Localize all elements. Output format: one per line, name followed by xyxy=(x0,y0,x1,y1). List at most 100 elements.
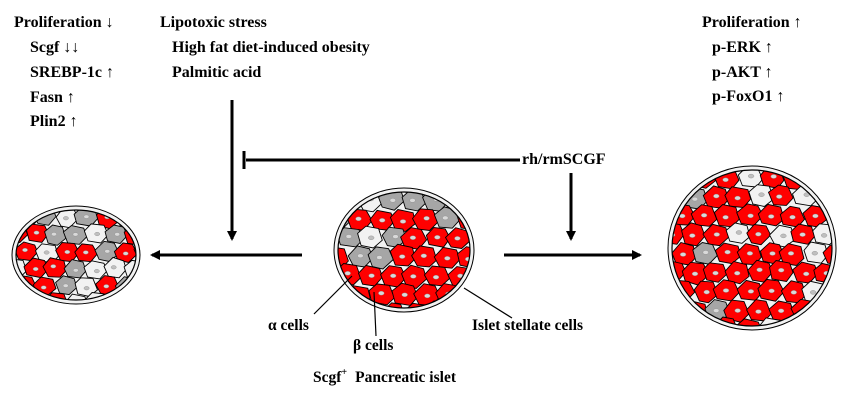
stellate-nucleus xyxy=(83,286,90,291)
beta-nucleus xyxy=(734,195,741,201)
beta-nucleus xyxy=(657,290,663,294)
beta-nucleus xyxy=(455,313,461,317)
stellate-nucleus xyxy=(110,265,117,270)
beta-nucleus xyxy=(768,214,775,219)
alpha-nucleus xyxy=(713,308,720,313)
left-line-fasn: Fasn ↑ xyxy=(30,89,75,106)
left-outcome-list: Proliferation ↓ Scgf ↓↓ SREBP-1c ↑ Fasn … xyxy=(14,14,114,130)
alpha-nucleus xyxy=(672,196,675,201)
alpha-nucleus xyxy=(355,179,361,183)
alpha-nucleus xyxy=(313,254,319,258)
alpha-nucleus xyxy=(344,313,350,317)
beta-nucleus xyxy=(853,326,859,330)
beta-nucleus xyxy=(648,196,654,200)
stellate-nucleus xyxy=(63,216,69,221)
stellate-nucleus xyxy=(423,180,429,184)
beta-nucleus xyxy=(323,311,329,315)
islet-outline xyxy=(15,209,137,301)
beta-nucleus xyxy=(770,174,777,179)
beta-nucleus xyxy=(55,198,60,202)
alpha-nucleus xyxy=(73,268,79,273)
stellate-nucleus xyxy=(43,250,50,255)
beta-cell xyxy=(702,170,729,172)
stellate-nucleus xyxy=(810,290,817,295)
beta-nucleus xyxy=(467,294,470,299)
stellate-cell xyxy=(16,277,19,297)
stellate-cells-label: Islet stellate cells xyxy=(472,317,583,334)
alpha-cells-label: α cells xyxy=(268,317,309,334)
stellate-nucleus xyxy=(811,251,818,256)
beta-nucleus xyxy=(787,251,795,256)
beta-nucleus xyxy=(144,216,149,220)
beta-cell xyxy=(747,147,773,168)
beta-nucleus xyxy=(803,271,810,277)
beta-nucleus xyxy=(680,252,687,257)
beta-nucleus xyxy=(791,327,797,331)
beta-nucleus xyxy=(734,308,741,313)
stellate-nucleus xyxy=(855,213,861,217)
beta-nucleus xyxy=(657,325,663,329)
beta-nucleus xyxy=(823,308,830,314)
stellate-cell xyxy=(124,294,136,300)
stellate-cell xyxy=(65,293,89,300)
beta-nucleus xyxy=(757,155,763,159)
beta-nucleus xyxy=(420,253,427,258)
beta-cell xyxy=(469,192,470,214)
caption-gene: Scgf xyxy=(313,369,342,386)
label-leaders xyxy=(313,275,513,337)
beta-nucleus xyxy=(734,271,741,276)
stellate-nucleus xyxy=(735,230,742,235)
stellate-nucleus xyxy=(124,215,130,220)
beta-nucleus xyxy=(399,254,406,259)
beta-cell xyxy=(444,302,470,308)
beta-nucleus xyxy=(410,274,417,279)
beta-nucleus xyxy=(778,268,785,273)
stellate-nucleus xyxy=(3,285,8,289)
beta-nucleus xyxy=(776,194,783,199)
alpha-nucleus xyxy=(389,198,396,203)
alpha-nucleus xyxy=(392,234,399,239)
beta-cell xyxy=(769,170,796,171)
beta-nucleus xyxy=(679,328,685,332)
beta-nucleus xyxy=(701,327,707,331)
alpha-cell xyxy=(304,207,330,229)
beta-cell xyxy=(338,303,340,308)
beta-nucleus xyxy=(390,273,397,278)
beta-nucleus xyxy=(64,249,71,254)
beta-nucleus xyxy=(843,270,849,274)
beta-nucleus xyxy=(789,215,796,220)
stellate-nucleus xyxy=(36,301,41,305)
beta-nucleus xyxy=(712,270,719,276)
islet-cells xyxy=(304,178,485,317)
beta-cell xyxy=(672,297,684,322)
beta-nucleus xyxy=(701,213,708,218)
stellate-nucleus xyxy=(748,173,755,179)
beta-nucleus xyxy=(672,306,676,311)
stellate-cell xyxy=(469,264,470,287)
beta-nucleus xyxy=(691,271,699,276)
right-line-proliferation: Proliferation ↑ xyxy=(702,14,802,31)
stellate-nucleus xyxy=(379,178,385,182)
alpha-cell xyxy=(0,293,6,312)
beta-cell xyxy=(822,244,832,266)
alpha-cell xyxy=(813,148,839,168)
beta-nucleus xyxy=(423,216,430,221)
stellate-cell xyxy=(103,295,129,300)
stellate-nucleus xyxy=(758,192,765,197)
beta-nucleus xyxy=(703,289,710,295)
beta-nucleus xyxy=(12,302,17,306)
beta-cell xyxy=(672,204,674,227)
alpha-nucleus xyxy=(702,250,709,255)
beta-nucleus xyxy=(312,293,318,297)
stellate-nucleus xyxy=(368,235,375,240)
beta-nucleus xyxy=(735,158,741,162)
beta-nucleus xyxy=(713,193,720,199)
beta-cell xyxy=(16,294,27,300)
beta-cell xyxy=(835,262,860,284)
alpha-nucleus xyxy=(357,253,364,258)
beta-nucleus xyxy=(424,293,431,299)
stellate-nucleus xyxy=(479,275,485,279)
beta-nucleus xyxy=(854,289,860,293)
beta-nucleus xyxy=(378,291,385,296)
